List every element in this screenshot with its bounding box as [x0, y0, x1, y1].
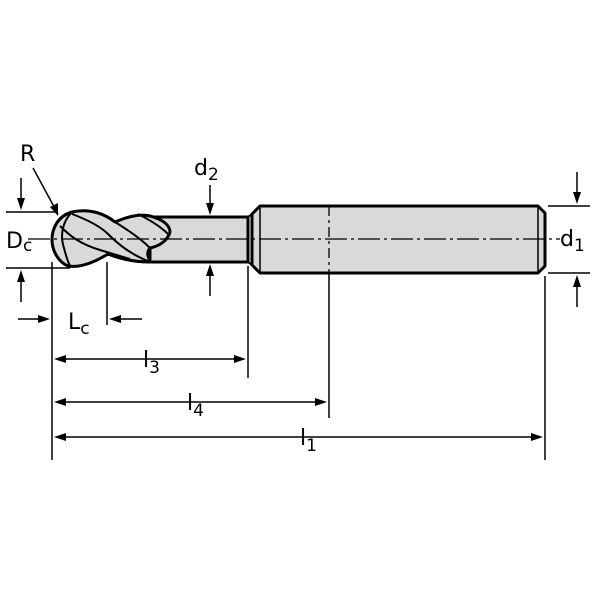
flute-line-1 — [71, 213, 151, 263]
center-lines — [28, 206, 560, 273]
flute-line-2 — [114, 221, 151, 249]
extension-lines — [6, 167, 590, 460]
label-dc: Dc — [6, 229, 32, 256]
flute-line-4 — [59, 225, 131, 260]
label-lc: Lc — [68, 310, 90, 339]
ball-nose-edge — [61, 211, 73, 267]
label-l4: l4 — [187, 391, 204, 421]
flute-line-3 — [137, 213, 169, 235]
label-l1: l1 — [300, 426, 317, 456]
label-l3: l3 — [143, 348, 160, 378]
neck-transition — [247, 213, 253, 218]
label-r: R — [20, 142, 35, 167]
label-d2: d2 — [194, 156, 219, 185]
label-d1: d1 — [560, 227, 585, 256]
arrowheads — [17, 192, 581, 441]
neck-transition-bottom — [247, 261, 253, 266]
